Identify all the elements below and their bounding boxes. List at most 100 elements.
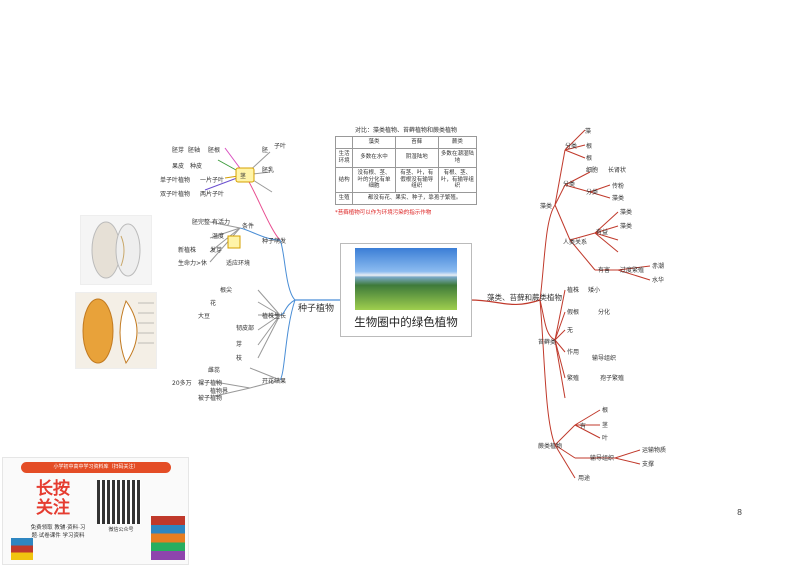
left-item: 子叶	[274, 142, 286, 150]
comparison-table: 对比：藻类植物、苔藓植物和蕨类植物 藻类 苔藓 蕨类 生活环境 多数在水中 阴湿…	[334, 125, 478, 217]
right-item: 根	[586, 142, 592, 150]
right-item: 茎	[602, 421, 608, 429]
left-item: 被子植物	[198, 394, 222, 402]
right-item: 水华	[652, 276, 664, 284]
table-row: 结构 没有根、茎、叶的分化有单细胞 有茎、叶，有假根没有输导组织 有根、茎、叶，…	[334, 166, 478, 194]
right-item: 藻类	[612, 194, 624, 202]
corn-kernel-icon	[82, 298, 154, 365]
right-item: 输导组织	[590, 454, 614, 462]
table-cell: 没有根、茎、叶的分化有单细胞	[352, 166, 396, 194]
promo-subtext: 免费领取 教辅·资料·习题·试卷课件 学习资料	[30, 525, 86, 539]
right-item: 无	[567, 327, 573, 334]
books-icon	[151, 516, 185, 560]
table-cell: 有根、茎、叶，有输导组织	[437, 166, 478, 194]
left-item: 大豆	[198, 312, 210, 320]
table-cell: 多数在潮湿陆地	[437, 147, 478, 168]
right-item: 有害	[598, 266, 610, 274]
growth-label: 植株生长	[262, 312, 286, 320]
right-item: 分类	[586, 188, 598, 196]
right-item: 藻类	[620, 222, 632, 230]
left-item: 胚完整	[192, 218, 210, 226]
left-item: 胚轴	[188, 146, 200, 154]
right-item: 根	[586, 154, 592, 162]
bean-seed-icon	[91, 221, 141, 279]
left-item: 枝	[236, 354, 242, 362]
left-item: 种皮	[190, 162, 202, 170]
right-item: 长肾状	[608, 166, 626, 174]
left-item: 有活力	[212, 218, 230, 226]
right-item: 叶	[602, 434, 608, 442]
books-icon	[11, 538, 33, 560]
central-title: 生物圈中的绿色植物	[354, 315, 458, 329]
promo-card[interactable]: 小学初中高中学习资料库（扫码关注） 长按关注 微信公众号 免费领取 教辅·资料·…	[2, 457, 189, 565]
right-item: 传粉	[612, 182, 624, 190]
right-item: 假根	[567, 308, 579, 316]
table-note: *苔藓植物可以作为环境污染的指示作物	[335, 210, 432, 217]
right-item: 孢子繁殖	[600, 374, 624, 382]
table-cell: 结构	[334, 166, 354, 194]
left-item: 一片子叶	[200, 176, 224, 184]
left-item: 新植株	[178, 246, 196, 254]
right-item: 有益	[596, 228, 608, 236]
left-main-label: 种子植物	[298, 302, 334, 314]
left-item: 条件	[242, 222, 254, 230]
table-cell: 有茎、叶，有假根没有输导组织	[394, 166, 439, 194]
plant-group-label: 植物界	[210, 387, 228, 395]
right-item: 藻类	[620, 208, 632, 216]
table-header: 蕨类	[437, 136, 478, 149]
corn-seed-illustration	[75, 292, 157, 369]
right-item: 用途	[578, 474, 590, 482]
qr-caption: 微信公众号	[108, 527, 134, 533]
left-item: 20多万	[172, 379, 192, 387]
fern-label: 蕨类植物	[538, 442, 562, 450]
algae-label: 藻类	[540, 202, 552, 210]
right-item: 输导组织	[592, 354, 616, 362]
left-item: 芽	[236, 340, 242, 348]
flower-label: 开花结果	[262, 377, 286, 385]
qr-code-icon[interactable]	[97, 480, 141, 524]
moss-label: 苔藓类	[538, 338, 556, 346]
table-header-row: 藻类 苔藓 蕨类	[334, 136, 478, 149]
right-main-label: 藻类、苔藓和蕨类植物	[487, 292, 562, 302]
left-item: 胚芽	[172, 146, 184, 154]
left-item: 生命力>休	[178, 259, 207, 267]
left-item: 两片子叶	[200, 190, 224, 198]
table-cell: 阴湿陆地	[394, 147, 439, 168]
left-item: 根尖	[220, 286, 232, 294]
right-item: 藻	[585, 127, 591, 135]
table-header	[334, 136, 354, 149]
promo-header: 小学初中高中学习资料库（扫码关注）	[21, 462, 171, 473]
left-item: 胚乳	[262, 166, 274, 174]
right-item: 分类	[565, 142, 577, 150]
table-caption: 对比：藻类植物、苔藓植物和蕨类植物	[354, 127, 457, 134]
table-header: 苔藓	[394, 136, 439, 149]
left-item: 胚	[262, 147, 268, 154]
right-item: 分类	[563, 180, 575, 188]
table-cell: 生活环境	[334, 147, 354, 168]
table-row: 生活环境 多数在水中 阴湿陆地 多数在潮湿陆地	[334, 147, 478, 168]
left-item: 温度	[212, 232, 224, 240]
right-item: 作用	[567, 348, 579, 356]
seed-sprout-label: 种子萌发	[262, 237, 286, 245]
central-node: 生物圈中的绿色植物	[340, 243, 472, 337]
left-item: 韧皮部	[236, 324, 254, 332]
right-item: 运输物质	[642, 446, 666, 454]
right-item: 细胞	[586, 166, 598, 174]
right-item: 人类关系	[563, 238, 587, 246]
left-item: 双子叶植物	[160, 190, 190, 198]
left-item: 单子叶植物	[160, 176, 190, 184]
right-item: 矮小	[588, 286, 600, 294]
table-cell: 都没有花、果实、种子，靠孢子繁殖。	[352, 192, 477, 206]
fruit-node-label: 茎	[240, 172, 246, 180]
right-item: 支撑	[642, 460, 654, 468]
right-item: 有	[580, 422, 586, 430]
left-item: 裸子植物	[198, 379, 222, 387]
right-item: 过度繁殖	[620, 266, 644, 274]
table-header: 藻类	[352, 136, 396, 149]
table-row: 生殖 都没有花、果实、种子，靠孢子繁殖。	[334, 192, 477, 206]
landscape-photo	[355, 248, 457, 310]
left-item: 雌蕊	[208, 366, 220, 374]
table-cell: 生殖	[334, 192, 354, 206]
right-item: 赤潮	[652, 262, 664, 270]
